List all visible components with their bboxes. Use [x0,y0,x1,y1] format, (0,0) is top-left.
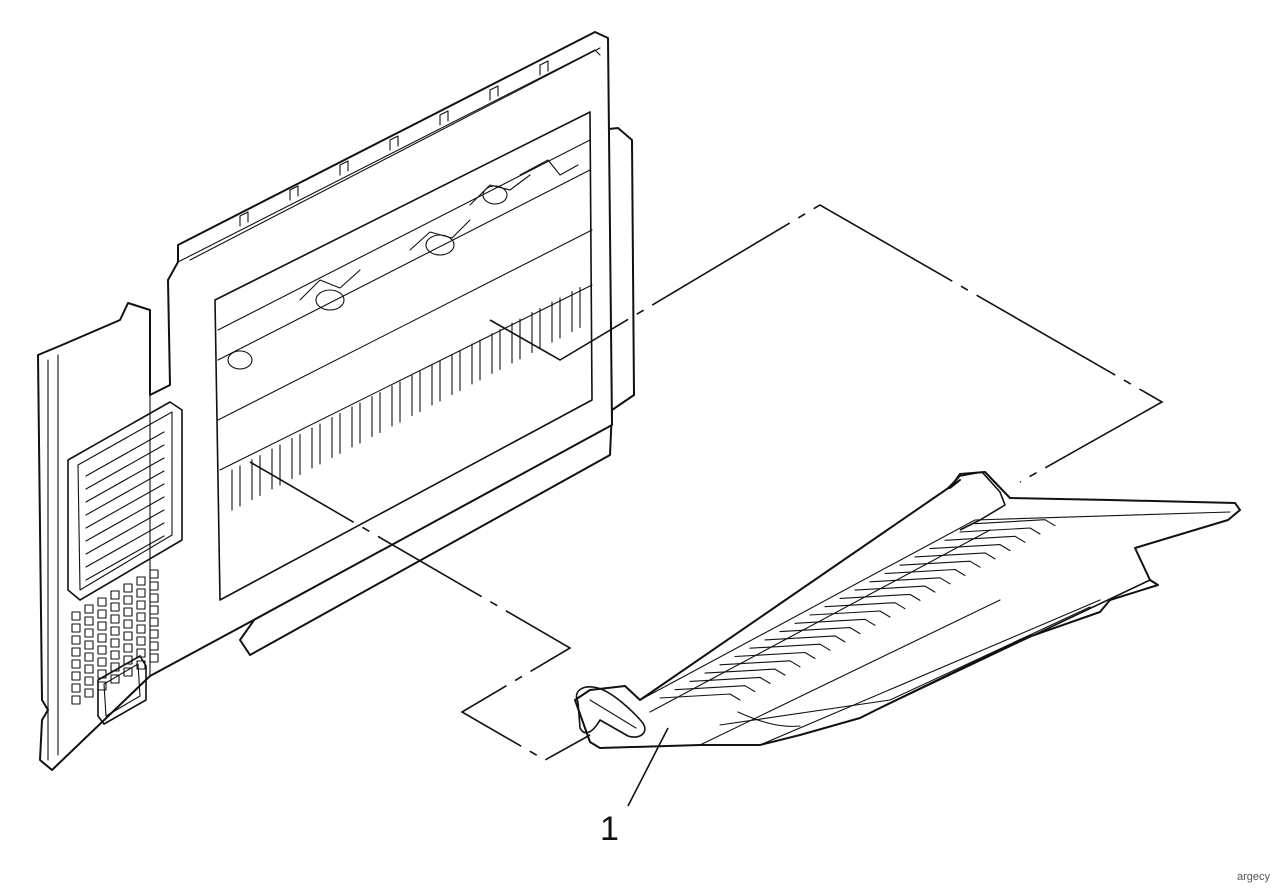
callout-label-1: 1 [600,810,619,848]
rear-door-assembly [37,31,635,771]
exit-tray-part [574,471,1241,749]
callout-1-leader [627,727,669,807]
watermark: argecy [1236,871,1270,883]
alignment-lines [249,204,1164,807]
